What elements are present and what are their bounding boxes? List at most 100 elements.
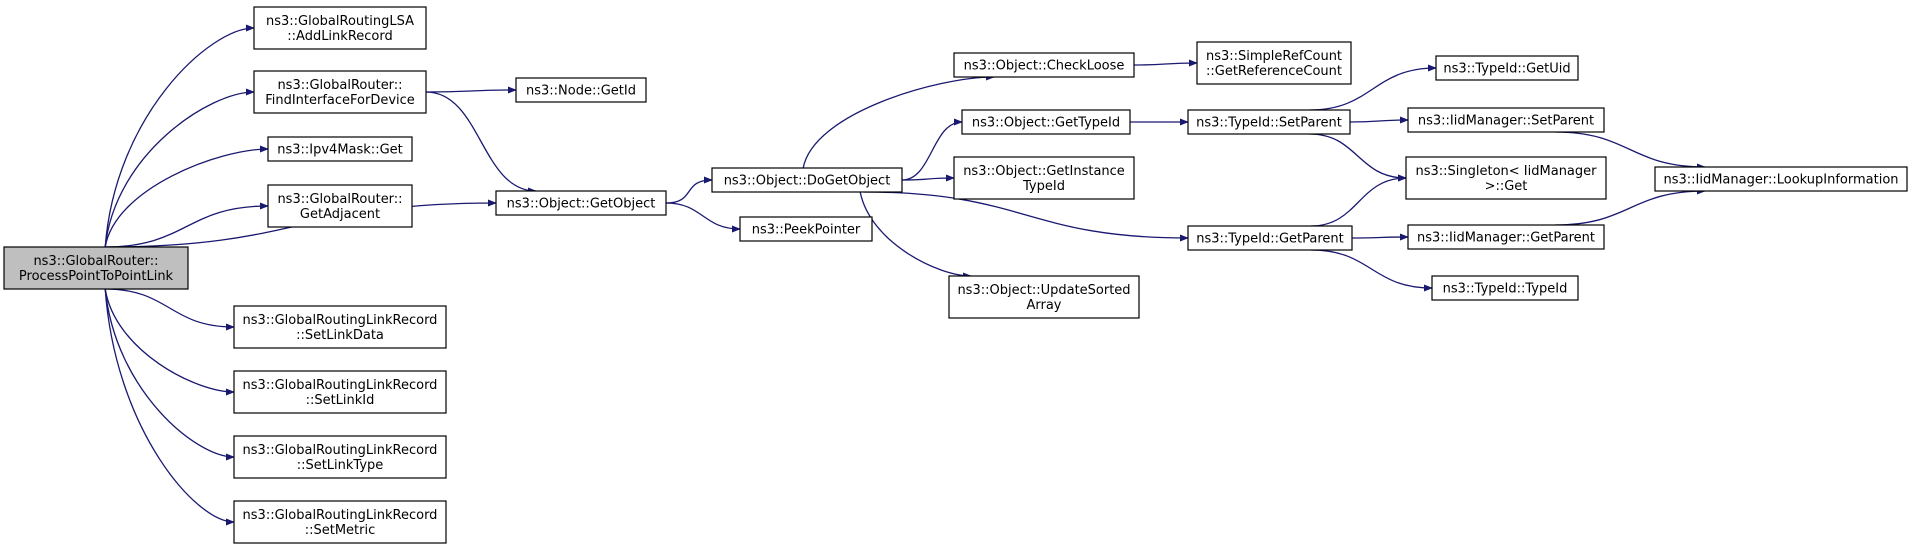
- node-label: ns3::Object::GetInstance: [963, 164, 1125, 179]
- node-dogetobject[interactable]: ns3::Object::DoGetObject: [711, 167, 903, 193]
- edge-dogetobject-to-gettypeid: [901, 118, 963, 181]
- node-box: [515, 77, 647, 103]
- node-box: [1407, 224, 1605, 250]
- node-label: ns3::Singleton< IidManager: [1415, 164, 1597, 179]
- edge-dogetobject-to-checkloose: [802, 73, 995, 169]
- node-label: >::Get: [1485, 179, 1528, 194]
- edge-dogetobject-to-tgetparent: [863, 191, 1189, 242]
- node-label: ns3::Ipv4Mask::Get: [277, 143, 403, 158]
- edge-iidsetparent-to-lookup: [1554, 131, 1706, 171]
- node-label: ns3::GlobalRoutingLinkRecord: [243, 313, 438, 328]
- node-root[interactable]: ns3::GlobalRouter::ProcessPointToPointLi…: [3, 246, 189, 290]
- node-box: [233, 435, 447, 479]
- edge-findif-to-nodegetid: [425, 86, 517, 94]
- node-box: [495, 190, 667, 216]
- node-box: [233, 370, 447, 414]
- node-tsetparent[interactable]: ns3::TypeId::SetParent: [1187, 109, 1351, 135]
- node-label: ns3::GlobalRoutingLinkRecord: [243, 378, 438, 393]
- node-label: ns3::IidManager::SetParent: [1418, 114, 1594, 129]
- node-label: ns3::IidManager::LookupInformation: [1663, 173, 1898, 188]
- node-box: [1431, 275, 1579, 301]
- edge-root-to-findif: [104, 88, 255, 248]
- node-label: ns3::Node::GetId: [526, 84, 636, 99]
- node-label: ::GetReferenceCount: [1206, 64, 1342, 79]
- node-iidsetparent[interactable]: ns3::IidManager::SetParent: [1407, 107, 1605, 133]
- edge-root-to-maskget: [104, 145, 269, 248]
- node-label: ns3::TypeId::SetParent: [1196, 116, 1342, 131]
- node-box: [953, 52, 1135, 78]
- node-addlink[interactable]: ns3::GlobalRoutingLSA::AddLinkRecord: [253, 6, 427, 50]
- node-label: ns3::TypeId::TypeId: [1443, 282, 1568, 297]
- node-box: [3, 246, 189, 290]
- node-label: ns3::IidManager::GetParent: [1417, 231, 1595, 246]
- edge-root-to-setlinkid: [104, 288, 235, 396]
- edge-tsetparent-to-getuid: [1309, 64, 1437, 111]
- node-refcount[interactable]: ns3::SimpleRefCount::GetReferenceCount: [1196, 41, 1352, 85]
- node-box: [961, 109, 1131, 135]
- node-getobject[interactable]: ns3::Object::GetObject: [495, 190, 667, 216]
- node-nodegetid[interactable]: ns3::Node::GetId: [515, 77, 647, 103]
- node-label: ns3::GlobalRoutingLSA: [266, 14, 414, 29]
- node-label: ns3::SimpleRefCount: [1206, 49, 1342, 64]
- node-checkloose[interactable]: ns3::Object::CheckLoose: [953, 52, 1135, 78]
- node-maskget[interactable]: ns3::Ipv4Mask::Get: [267, 136, 413, 162]
- node-label: FindInterfaceForDevice: [265, 93, 415, 108]
- node-lookup[interactable]: ns3::IidManager::LookupInformation: [1654, 166, 1908, 192]
- node-label: ::SetLinkData: [296, 328, 384, 343]
- node-label: ns3::TypeId::GetParent: [1196, 232, 1344, 247]
- edge-root-to-addlink: [104, 24, 255, 248]
- edge-checkloose-to-refcount: [1133, 59, 1198, 67]
- node-typeidctor[interactable]: ns3::TypeId::TypeId: [1431, 275, 1579, 301]
- edge-dogetobject-to-getinstance: [901, 174, 955, 182]
- node-tgetparent[interactable]: ns3::TypeId::GetParent: [1187, 225, 1353, 251]
- node-setlinktype[interactable]: ns3::GlobalRoutingLinkRecord::SetLinkTyp…: [233, 435, 447, 479]
- edge-tsetparent-to-singleton: [1309, 133, 1407, 182]
- node-label: ns3::Object::CheckLoose: [964, 59, 1125, 74]
- node-setmetric[interactable]: ns3::GlobalRoutingLinkRecord::SetMetric: [233, 500, 447, 544]
- edge-getobject-to-peekpointer: [665, 202, 741, 233]
- node-box: [1407, 107, 1605, 133]
- edge-getobject-to-dogetobject: [665, 176, 713, 204]
- node-box: [948, 275, 1140, 319]
- node-peekpointer[interactable]: ns3::PeekPointer: [739, 216, 873, 242]
- node-label: ::AddLinkRecord: [287, 29, 392, 44]
- node-label: ns3::GlobalRoutingLinkRecord: [243, 508, 438, 523]
- edge-iidgetparent-to-lookup: [1554, 187, 1706, 226]
- node-iidgetparent[interactable]: ns3::IidManager::GetParent: [1407, 224, 1605, 250]
- node-label: ::SetLinkId: [306, 393, 375, 408]
- edge-findif-to-getobject: [425, 91, 537, 195]
- edge-root-to-getadj: [105, 202, 269, 248]
- node-label: ProcessPointToPointLink: [19, 269, 174, 284]
- node-setlinkid[interactable]: ns3::GlobalRoutingLinkRecord::SetLinkId: [233, 370, 447, 414]
- node-label: ns3::GlobalRouter::: [277, 78, 402, 93]
- node-box: [1405, 156, 1607, 200]
- node-label: ns3::Object::UpdateSorted: [957, 283, 1130, 298]
- edge-root-to-setlinkdata: [105, 288, 235, 331]
- node-label: ns3::GlobalRoutingLinkRecord: [243, 443, 438, 458]
- edge-dogetobject-to-updatesorted: [859, 191, 972, 280]
- node-singleton[interactable]: ns3::Singleton< IidManager>::Get: [1405, 156, 1607, 200]
- node-box: [953, 156, 1135, 200]
- node-label: ns3::GlobalRouter::: [277, 192, 402, 207]
- node-getuid[interactable]: ns3::TypeId::GetUid: [1435, 55, 1579, 81]
- edge-tgetparent-to-singleton: [1310, 174, 1407, 227]
- edge-tsetparent-to-iidsetparent: [1349, 116, 1409, 124]
- node-label: TypeId: [1022, 179, 1065, 194]
- node-label: ns3::Object::GetTypeId: [972, 116, 1120, 131]
- edge-root-to-setmetric: [104, 288, 235, 526]
- node-box: [1187, 109, 1351, 135]
- node-box: [739, 216, 873, 242]
- node-getadj[interactable]: ns3::GlobalRouter::GetAdjacent: [267, 184, 413, 228]
- node-label: ns3::PeekPointer: [752, 223, 861, 238]
- edge-tgetparent-to-typeidctor: [1310, 249, 1433, 292]
- node-box: [1654, 166, 1908, 192]
- node-box: [267, 136, 413, 162]
- node-box: [1435, 55, 1579, 81]
- node-setlinkdata[interactable]: ns3::GlobalRoutingLinkRecord::SetLinkDat…: [233, 305, 447, 349]
- node-gettypeid[interactable]: ns3::Object::GetTypeId: [961, 109, 1131, 135]
- node-findif[interactable]: ns3::GlobalRouter::FindInterfaceForDevic…: [253, 70, 427, 114]
- node-box: [253, 70, 427, 114]
- node-box: [233, 305, 447, 349]
